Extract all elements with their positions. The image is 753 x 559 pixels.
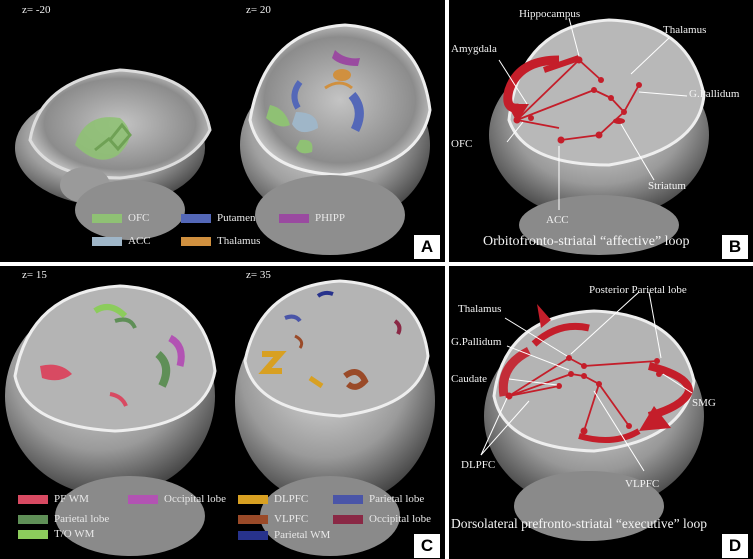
swatch-occipital-lobe-2 [333, 514, 363, 524]
pathway-lines-b [516, 59, 640, 141]
legend-thalamus: Thalamus [181, 235, 260, 247]
swatch-parietal-lobe [18, 514, 48, 524]
panel-b: Hippocampus Thalamus Amygdala G.Pallidum… [449, 0, 753, 262]
legend-pf-wm: PF WM [18, 493, 89, 505]
legend-putamen: Putamen [181, 212, 256, 224]
slice-left-c [13, 284, 217, 433]
label-posterior-parietal: Posterior Parietal lobe [589, 284, 687, 296]
region-vlpfc [343, 369, 369, 390]
label-striatum: Striatum [648, 180, 686, 192]
caption-d: Dorsolateral prefronto-striatal “executi… [451, 516, 708, 531]
label-thalamus-d: Thalamus [458, 303, 502, 315]
slice-b [507, 18, 706, 167]
slice-label-left-c: z= 15 [22, 269, 47, 281]
swatch-acc [92, 236, 122, 246]
slice-right-a [248, 23, 432, 177]
brain-render-d [480, 291, 704, 541]
label-acc-b: ACC [546, 214, 569, 226]
swatch-parietal-wm [238, 530, 268, 540]
loop-arrow-d-left [498, 346, 532, 397]
swatch-dlpfc [238, 494, 268, 504]
slice-label-right-a: z= 20 [246, 4, 271, 16]
region-occipital-c2 [393, 319, 402, 335]
legend-occipital-lobe-2: Occipital lobe [333, 513, 431, 525]
legend-parietal-lobe: Parietal lobe [18, 513, 109, 525]
legend-vlpfc: VLPFC [238, 513, 308, 525]
swatch-parietal-lobe-2 [333, 494, 363, 504]
legend-parietal-lobe-2: Parietal lobe [333, 493, 424, 505]
panel-letter-d: D [722, 534, 748, 558]
panel-letter-b: B [722, 235, 748, 259]
swatch-occipital-lobe [128, 494, 158, 504]
legend-ofc: OFC [92, 212, 149, 224]
label-caudate: Caudate [451, 373, 488, 385]
label-thalamus-b: Thalamus [663, 24, 707, 36]
region-phipp [332, 50, 360, 66]
panel-d: Posterior Parietal lobe Thalamus G.Palli… [449, 266, 753, 559]
region-parietal-c2 [284, 314, 302, 323]
label-amygdala: Amygdala [451, 43, 497, 55]
legend-dlpfc: DLPFC [238, 493, 308, 505]
pathway-nodes-b [513, 56, 642, 144]
label-g-pallidum-d: G.Pallidum [451, 336, 502, 348]
swatch-to-wm [18, 529, 48, 539]
region-parietal-wm [316, 290, 334, 298]
legend-occipital-lobe: Occipital lobe [128, 493, 226, 505]
brain-render-b [489, 17, 709, 255]
slice-label-left-a: z= -20 [22, 4, 51, 16]
swatch-vlpfc [238, 514, 268, 524]
region-putamen [348, 92, 364, 133]
swatch-putamen [181, 213, 211, 223]
label-smg: SMG [692, 397, 716, 409]
region-parietal-c [155, 350, 171, 388]
panel-letter-a: A [414, 235, 440, 259]
pathway-nodes-d [505, 355, 662, 435]
brain-render-c [5, 279, 435, 556]
caption-b: Orbitofronto-striatal “affective” loop [483, 234, 690, 249]
label-hippocampus: Hippocampus [519, 8, 581, 20]
swatch-ofc [92, 213, 122, 223]
swatch-phipp [279, 213, 309, 223]
region-dlpfc [258, 351, 287, 374]
swatch-thalamus [181, 236, 211, 246]
region-to-wm [93, 304, 128, 319]
region-occipital-c [168, 334, 185, 367]
region-ofc [75, 117, 130, 160]
legend-acc: ACC [92, 235, 151, 247]
panel-c: z= 15 z= 35 PF WM Occipital lobe DLPFC P… [0, 266, 445, 559]
legend-phipp: PHIPP [279, 212, 345, 224]
swatch-pf-wm [18, 494, 48, 504]
label-g-pallidum-b: G.Pallidum [689, 88, 740, 100]
region-pf-wm [40, 364, 72, 381]
legend-parietal-wm: Parietal WM [238, 529, 330, 541]
slice-label-right-c: z= 35 [246, 269, 271, 281]
label-vlpfc-d: VLPFC [625, 478, 660, 490]
panel-a: z= -20 z= 20 OFC Putamen PHIPP ACC Thala… [0, 0, 445, 262]
slice-right-c [243, 279, 430, 418]
label-dlpfc-d: DLPFC [461, 459, 496, 471]
legend-to-wm: T/O WM [18, 528, 94, 540]
region-thalamus [333, 69, 351, 81]
label-ofc-b: OFC [451, 138, 473, 150]
region-acc [292, 112, 318, 133]
panel-letter-c: C [414, 534, 440, 558]
brain-render-a [15, 23, 432, 255]
